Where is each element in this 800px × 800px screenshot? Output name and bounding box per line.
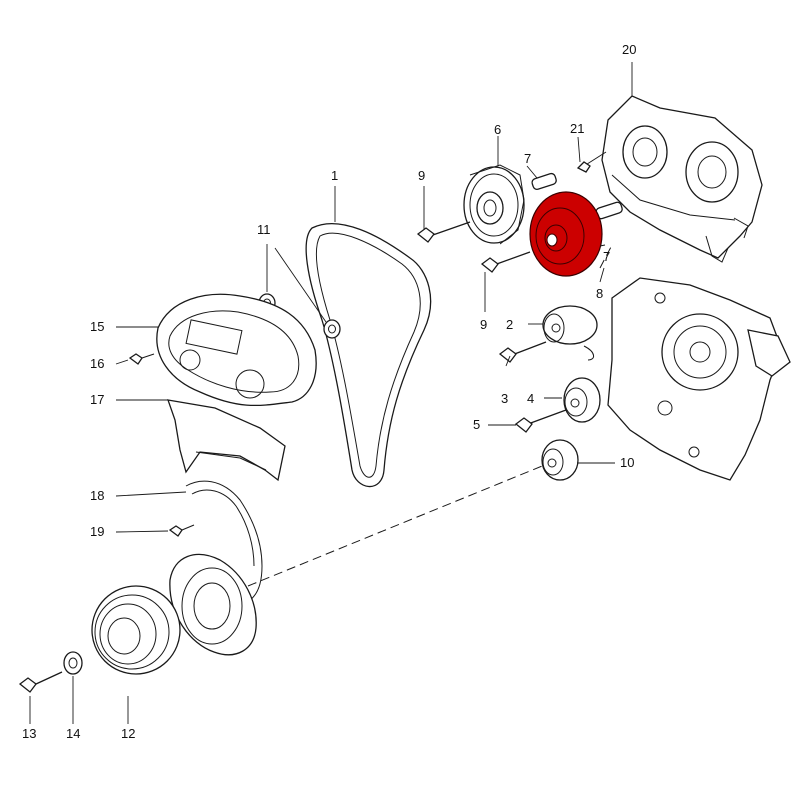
callout-17: 17 [90,392,104,407]
callout-5: 5 [473,417,480,432]
callout-13: 13 [22,726,36,741]
callout-9-lower: 9 [480,317,487,332]
pin-7-upper[interactable] [531,172,557,191]
callout-19: 19 [90,524,104,539]
tensioner-2[interactable] [542,305,598,361]
camshaft-gear-highlighted[interactable] [529,191,603,277]
cam-axis-line [599,244,613,269]
center-cover[interactable] [167,399,286,482]
seal-11-b[interactable] [323,319,341,339]
bolt-19[interactable] [168,524,195,537]
center-axis-line [247,461,553,587]
rear-timing-cover[interactable] [601,95,763,263]
callout-20: 20 [622,42,636,57]
bolt-13[interactable] [18,671,63,693]
bolt-5[interactable] [514,409,567,433]
bolt-3[interactable] [498,341,547,363]
idler-pulley-4[interactable] [563,377,601,423]
timing-belt[interactable] [305,223,432,488]
bolt-9-lower[interactable] [480,251,531,273]
callout-14: 14 [66,726,80,741]
bolt-16[interactable] [128,353,155,365]
callout-18: 18 [90,488,104,503]
callout-16: 16 [90,356,104,371]
bolt-21[interactable] [576,151,607,173]
callout-12: 12 [121,726,135,741]
callout-8: 8 [596,286,603,301]
callout-1: 1 [331,168,338,183]
upper-front-cover[interactable] [156,293,317,407]
camshaft-gear-left[interactable] [463,164,525,245]
callout-3: 3 [501,391,508,406]
engine-front-block [607,277,791,481]
lower-front-cover[interactable] [169,553,257,656]
gasket-18[interactable] [185,480,263,601]
callout-11: 11 [257,222,271,237]
crankshaft-sprocket-10[interactable] [541,439,579,481]
callout-4: 4 [527,391,534,406]
callout-10: 10 [620,455,634,470]
callout-6: 6 [494,122,501,137]
washer-14[interactable] [63,651,83,675]
callout-9-upper: 9 [418,168,425,183]
callout-15: 15 [90,319,104,334]
callout-2: 2 [506,317,513,332]
crankshaft-pulley-12[interactable] [91,585,181,675]
bolt-9-upper[interactable] [416,221,471,243]
callout-21: 21 [570,121,584,136]
callout-7-upper: 7 [524,151,531,166]
callout-7-lower: 7 [603,249,610,264]
leader-lines [29,62,633,724]
